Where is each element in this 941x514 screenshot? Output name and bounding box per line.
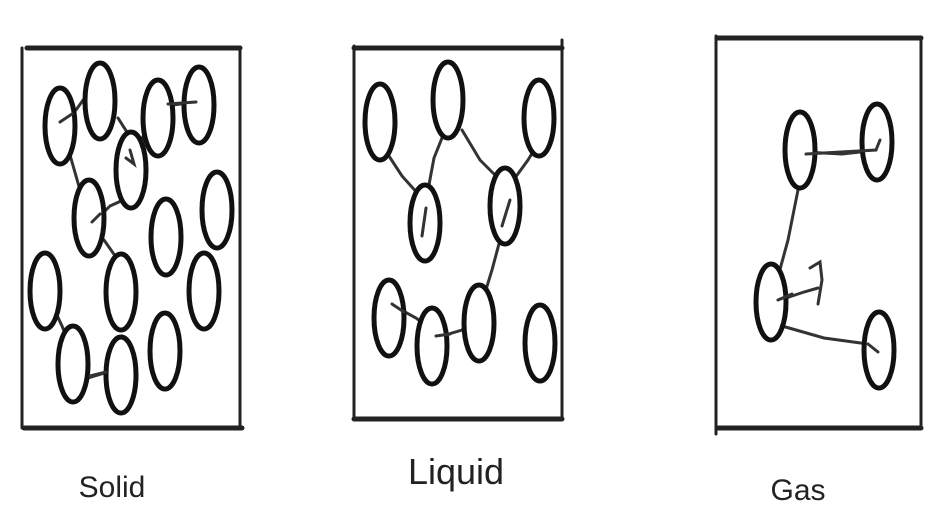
gas-particles [753, 101, 897, 391]
solid-bond-overlays [58, 100, 198, 378]
particle [753, 261, 789, 343]
particle [461, 282, 497, 364]
bond-line [390, 302, 406, 314]
particle [140, 77, 176, 159]
gas-panel: Gas [714, 34, 924, 507]
particle [861, 309, 897, 391]
bond-line [124, 148, 137, 168]
particle [82, 60, 118, 142]
gas-label: Gas [770, 474, 825, 507]
bond-line [776, 292, 794, 302]
liquid-label: Liquid [408, 451, 504, 492]
particle [859, 101, 895, 183]
particle [430, 59, 466, 141]
bond-line [88, 370, 108, 378]
bond-line [808, 259, 824, 306]
particle [522, 302, 558, 384]
particle [27, 250, 63, 332]
bond-line [804, 138, 882, 156]
gas-container [714, 34, 924, 436]
solid-particles [27, 60, 235, 416]
bond-line [460, 128, 498, 178]
particle [414, 305, 450, 387]
bond-line [784, 286, 820, 300]
solid-container [20, 45, 245, 431]
bond-line [420, 206, 428, 238]
particle [186, 250, 222, 332]
liquid-bond-overlays [390, 198, 512, 338]
bond-line [500, 198, 512, 228]
bond-line [90, 212, 102, 224]
particle [113, 129, 149, 211]
particle [103, 251, 139, 333]
solid-panel: Solid [20, 45, 245, 504]
particle [181, 64, 217, 146]
particle [147, 310, 183, 392]
particle [148, 196, 184, 278]
bond-line [434, 332, 452, 338]
particle [487, 165, 523, 247]
particle [103, 334, 139, 416]
liquid-particles [362, 59, 558, 387]
liquid-panel: Liquid [351, 38, 565, 492]
particle [362, 81, 398, 163]
particle [71, 177, 107, 259]
bond-line [58, 112, 74, 124]
particle [521, 77, 557, 159]
particle [782, 109, 818, 191]
particle [42, 85, 78, 167]
bond-line [383, 148, 422, 198]
particle [55, 323, 91, 405]
gas-bond-overlays [776, 138, 882, 354]
solid-label: Solid [79, 471, 146, 504]
bond-line [780, 324, 870, 346]
particle [371, 277, 407, 359]
bond-line [866, 342, 880, 354]
particle [199, 169, 235, 251]
bond-line [166, 100, 198, 106]
liquid-container [351, 38, 565, 422]
